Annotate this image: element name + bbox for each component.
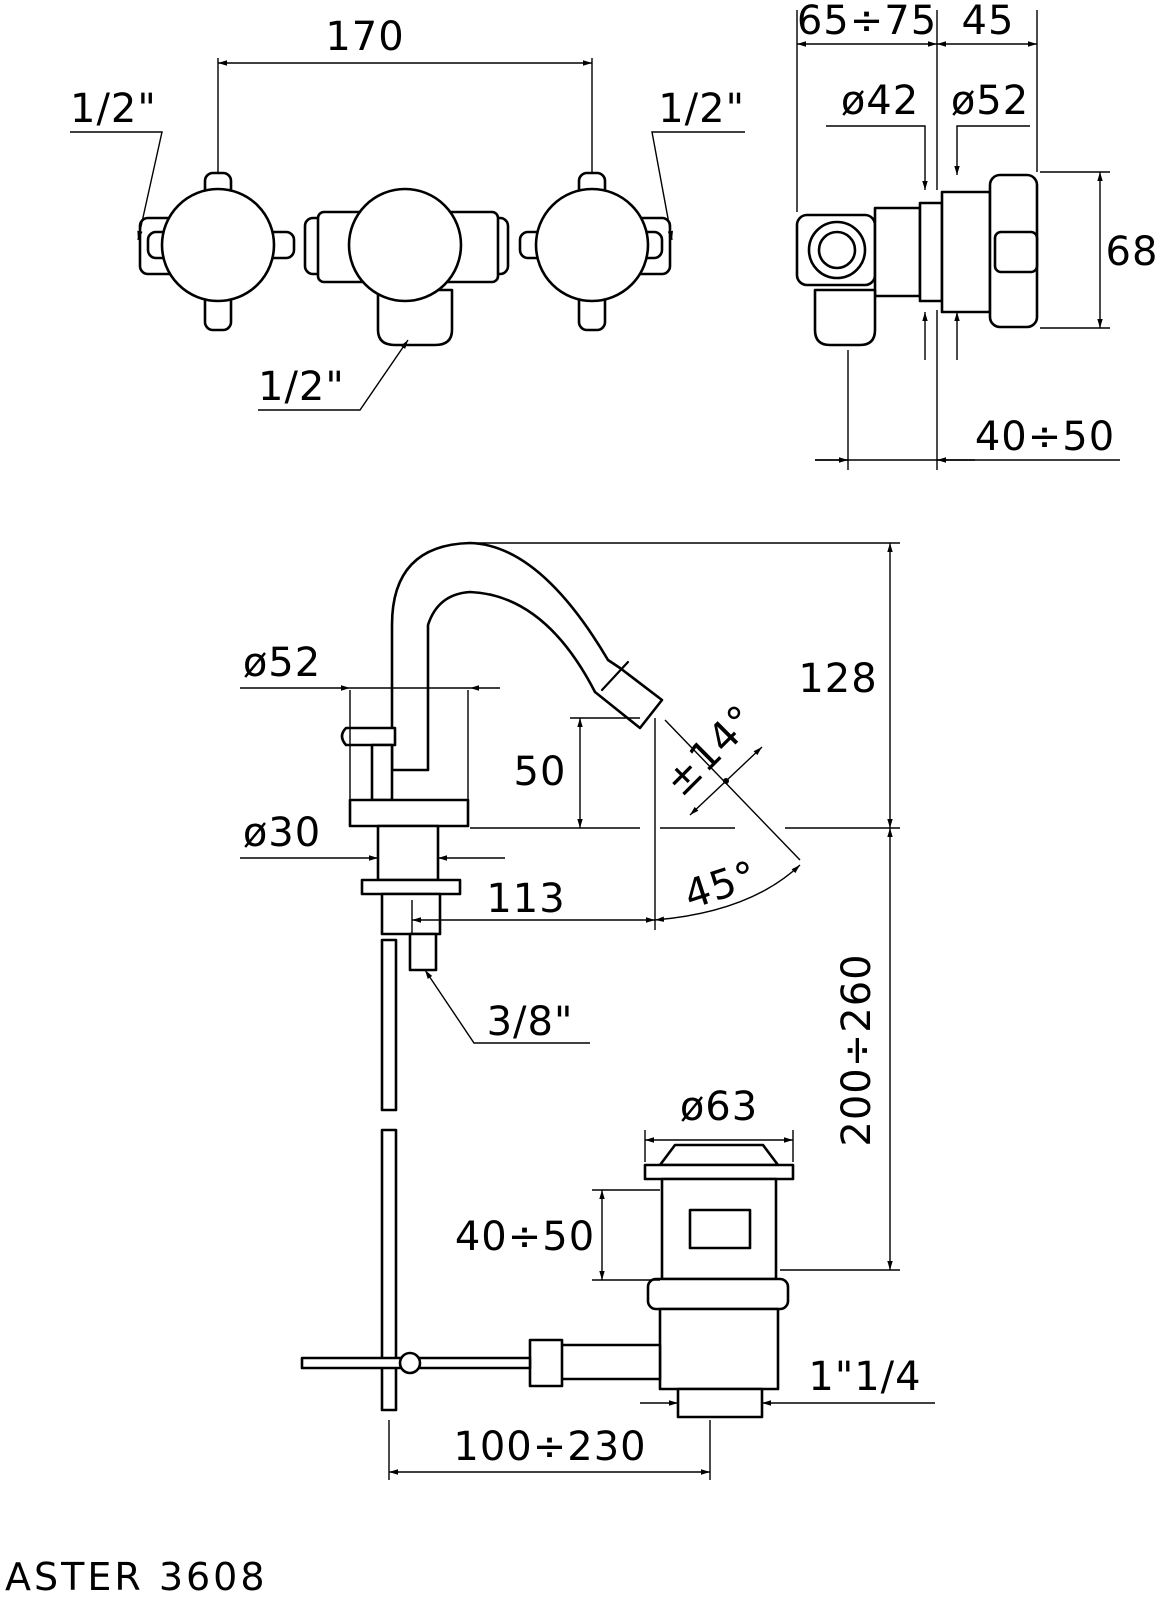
label-supply: 3/8" <box>487 999 574 1045</box>
dim-offset: 40÷50 <box>975 414 1115 460</box>
dim-vertical: 200÷260 <box>834 953 880 1146</box>
dim-reach: 113 <box>486 876 565 922</box>
pull-rod <box>380 938 398 1112</box>
dim-body-depth: 45 <box>962 0 1015 44</box>
spout <box>390 541 664 772</box>
waste-plug <box>658 1143 780 1167</box>
front-view-wall-valve <box>70 58 745 411</box>
dim-d52-side: ø52 <box>951 78 1029 124</box>
dim-wall-depth: 65÷75 <box>797 0 937 44</box>
angle-swivel: ±14° <box>656 696 765 805</box>
dim-50: 50 <box>514 749 567 795</box>
dim-height-68: 68 <box>1106 229 1159 275</box>
pop-up-waste <box>300 1130 935 1480</box>
dim-rod: 100÷230 <box>453 1424 646 1470</box>
side-view-wall-valve <box>795 10 1120 470</box>
label-inlet-left: 1/2" <box>70 86 157 132</box>
spout-view <box>240 541 900 1412</box>
bottom-outlet <box>376 288 454 347</box>
dim-d42: ø42 <box>841 78 919 124</box>
dim-d63: ø63 <box>680 1084 758 1130</box>
angle-45: 45° <box>679 852 764 919</box>
drawing-title: ASTER 3608 <box>5 1555 268 1599</box>
label-thread: 1"1/4 <box>808 1354 921 1400</box>
dim-d30: ø30 <box>243 810 321 856</box>
right-handle <box>534 187 650 303</box>
left-handle <box>160 187 276 303</box>
dim-spout-height: 128 <box>798 656 877 702</box>
label-inlet-right: 1/2" <box>658 86 745 132</box>
dim-d52-spout: ø52 <box>243 640 321 686</box>
dim-waste-height: 40÷50 <box>455 1214 595 1260</box>
centre-diverter <box>347 187 463 303</box>
dim-front-width: 170 <box>325 14 404 60</box>
label-outlet-bottom: 1/2" <box>258 364 345 410</box>
